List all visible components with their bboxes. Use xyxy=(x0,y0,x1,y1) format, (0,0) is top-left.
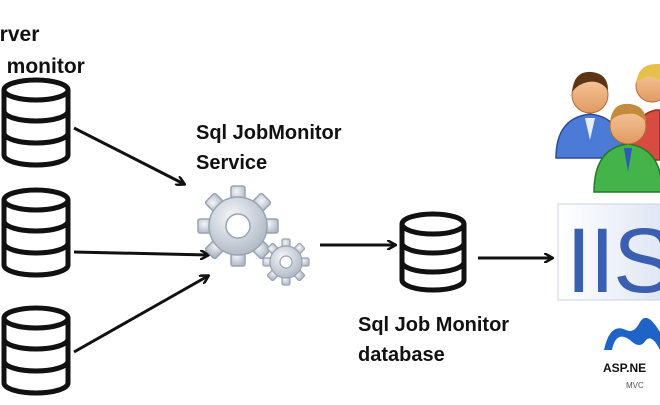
arrow-source3-to-service xyxy=(73,276,208,354)
service-label-line1: Sql JobMonitor xyxy=(196,122,342,144)
mvc-logo-text: MVC xyxy=(626,381,644,390)
aspnet-mvc-logo: ASP.NE MVC xyxy=(603,317,660,390)
source-database-icon-2 xyxy=(1,187,71,278)
job-monitor-database-icon xyxy=(399,211,467,293)
arrow-source2-to-service xyxy=(73,252,208,255)
database-label-line2: database xyxy=(358,344,445,366)
database-label-line1: Sql Job Monitor xyxy=(358,314,510,336)
gears-icon xyxy=(197,185,310,286)
source-label-line2: o monitor xyxy=(0,55,85,78)
arrow-source1-to-service xyxy=(73,126,184,184)
iis-logo: IIS xyxy=(557,203,660,312)
iis-logo-text: IIS xyxy=(566,210,660,312)
aspnet-logo-text: ASP.NE xyxy=(603,361,646,375)
source-label-line1: erver xyxy=(0,23,40,46)
service-label-line2: Service xyxy=(196,152,268,174)
users-icon xyxy=(555,64,660,193)
source-database-icon-3 xyxy=(1,305,71,396)
source-database-icon-1 xyxy=(1,77,71,168)
